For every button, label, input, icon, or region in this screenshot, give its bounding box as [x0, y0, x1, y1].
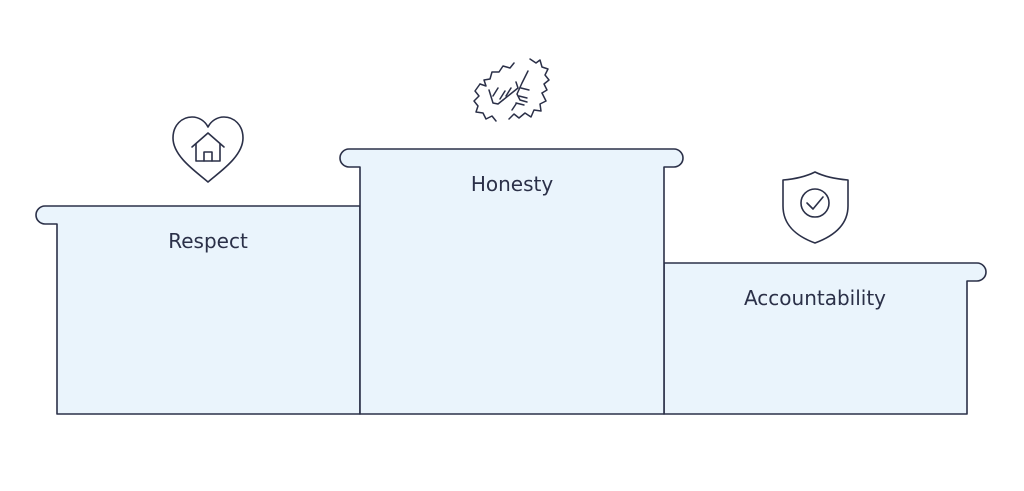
podium-block-honesty: Honesty — [339, 148, 684, 415]
shield-check-icon — [782, 171, 849, 244]
fist-bump-icon — [473, 58, 550, 122]
heart-house-icon — [172, 116, 244, 183]
podium-label-honesty: Honesty — [471, 172, 554, 196]
podium-label-respect: Respect — [168, 229, 248, 253]
podium-block-respect: Respect — [35, 205, 361, 415]
podium-block-accountability: Accountability — [663, 262, 987, 415]
podium-label-accountability: Accountability — [744, 286, 886, 310]
